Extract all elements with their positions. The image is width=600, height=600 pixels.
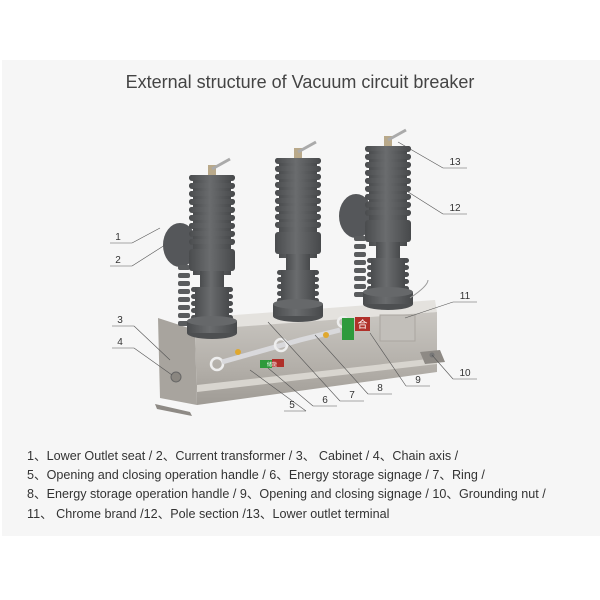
callout-number: 6 — [322, 395, 328, 406]
callout-leader — [369, 332, 407, 387]
callout-leader — [133, 325, 171, 361]
callout-leader — [314, 334, 369, 395]
callout-number: 10 — [459, 368, 471, 379]
outlet-terminal — [208, 165, 216, 175]
operation-parts: 储能 合 — [209, 279, 429, 372]
chrome-brand-plate — [379, 314, 416, 342]
storage-signage: 储能 — [267, 361, 277, 368]
current-transformer — [339, 194, 373, 238]
callout-leader — [431, 354, 454, 380]
storage-sign-green — [260, 360, 272, 368]
pole-left — [163, 157, 237, 339]
callout-leader — [131, 227, 161, 244]
storage-sign-red — [272, 359, 284, 367]
callout-number: 9 — [415, 375, 421, 386]
callout-number: 12 — [449, 203, 461, 214]
legend-line: 8、Energy storage operation handle / 9、Op… — [27, 487, 546, 502]
legend: 1、Lower Outlet seat / 2、Current transfor… — [27, 447, 546, 524]
outlet-terminal — [384, 136, 392, 146]
callout-number: 13 — [449, 157, 461, 168]
callout-number: 1 — [115, 232, 121, 243]
ring — [273, 337, 289, 353]
callout-leader — [404, 189, 444, 215]
current-transformer — [163, 223, 197, 267]
callout-leader — [249, 369, 307, 412]
callout-leader — [267, 321, 341, 402]
callout-number: 3 — [117, 315, 123, 326]
callout-number: 2 — [115, 255, 121, 266]
closing-signage: 合 — [358, 318, 368, 331]
legend-line: 5、Opening and closing operation handle /… — [27, 468, 485, 483]
callout-number: 5 — [289, 400, 295, 411]
open-sign — [342, 318, 354, 340]
callout-number: 7 — [349, 390, 355, 401]
callout-number: 4 — [117, 337, 123, 348]
pole-middle — [273, 140, 323, 322]
callout-leader — [404, 301, 454, 319]
outlet-terminal — [294, 148, 302, 158]
callout-leader — [397, 141, 444, 169]
close-sign — [355, 317, 370, 331]
callout-leader — [133, 347, 173, 376]
chain-axis — [170, 371, 182, 383]
callout-number: 8 — [377, 383, 383, 394]
callout-leader — [267, 367, 314, 407]
legend-line: 1、Lower Outlet seat / 2、Current transfor… — [27, 449, 459, 463]
callout-leader — [131, 244, 166, 267]
legend-line: 11、 Chrome brand /12、Pole section /13、Lo… — [27, 506, 390, 521]
page-title: External structure of Vacuum circuit bre… — [125, 72, 475, 92]
callout-number: 11 — [460, 291, 471, 302]
pole-right — [339, 128, 413, 310]
